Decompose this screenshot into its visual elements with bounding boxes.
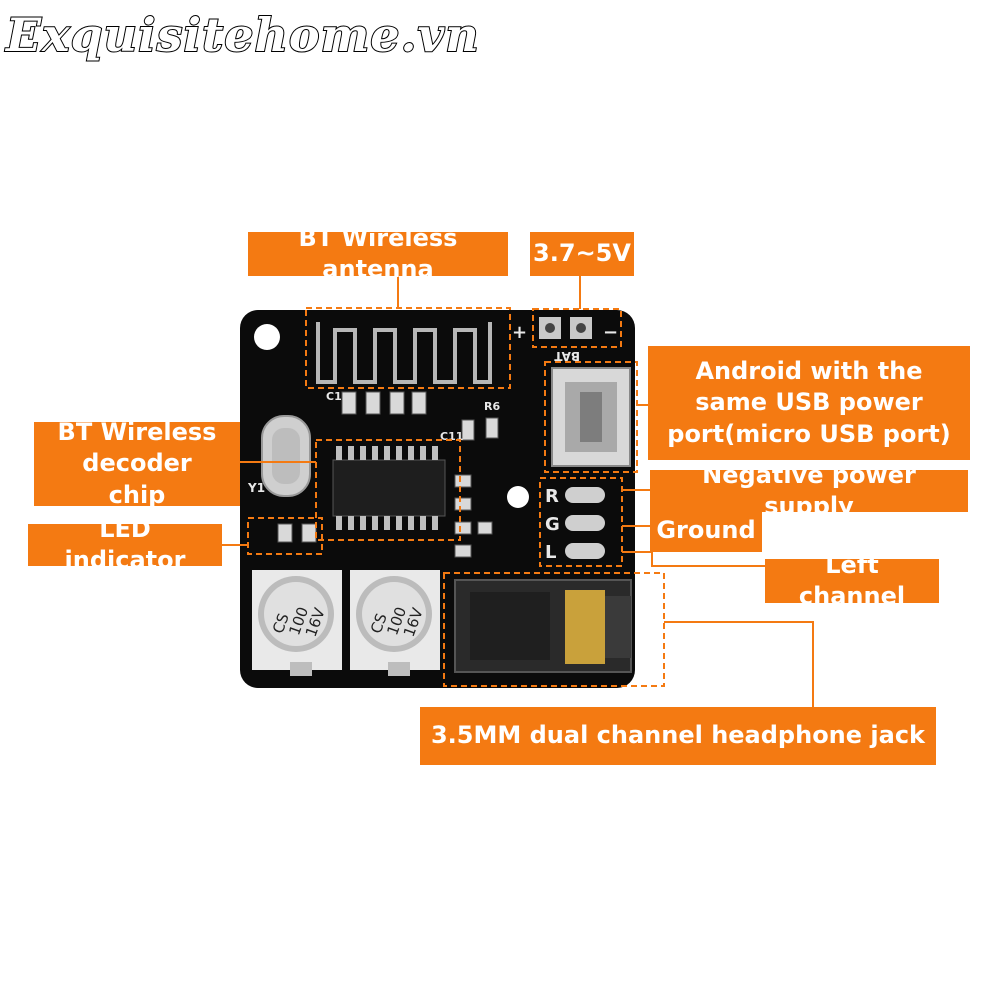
capacitor-1 bbox=[252, 570, 342, 676]
smd-components bbox=[277, 391, 499, 558]
board-hole bbox=[507, 486, 529, 508]
antenna-callout-box bbox=[305, 307, 511, 389]
silk-minus: − bbox=[603, 322, 618, 343]
silk-r6: R6 bbox=[484, 400, 500, 413]
silk-r: R bbox=[545, 486, 559, 507]
ground-label: Ground bbox=[650, 510, 762, 552]
watermark-text: Exquisitehome.vn bbox=[5, 7, 480, 63]
antenna-trace bbox=[316, 322, 492, 384]
silk-g: G bbox=[545, 514, 560, 535]
jack-label: 3.5MM dual channel headphone jack bbox=[420, 707, 936, 765]
left-channel-label: Left channel bbox=[765, 551, 939, 610]
usb-callout-box bbox=[544, 361, 638, 473]
chip-pins bbox=[336, 446, 438, 530]
antenna-label: BT Wireless antenna bbox=[248, 224, 508, 283]
silk-l: L bbox=[545, 542, 556, 563]
led-callout-box bbox=[247, 517, 323, 555]
cap1-line1: CS bbox=[269, 611, 293, 636]
left-channel-leader bbox=[622, 551, 765, 567]
battery-callout-box bbox=[532, 308, 622, 348]
decoder-label: BT Wireless decoder chip bbox=[34, 418, 240, 509]
capacitor-2 bbox=[350, 570, 440, 676]
jack-leader bbox=[664, 621, 814, 707]
voltage-label: 3.7~5V bbox=[530, 232, 634, 276]
silk-bat: BAT bbox=[553, 349, 580, 363]
decoder-chip bbox=[332, 459, 446, 517]
pads-callout-box bbox=[539, 477, 623, 567]
led-label: LED indicator bbox=[28, 515, 222, 574]
channel-pads bbox=[565, 487, 605, 559]
mounting-hole bbox=[254, 324, 280, 350]
silk-c1: C1 bbox=[326, 390, 342, 403]
silk-y1: Y1 bbox=[247, 481, 265, 495]
cap2-line1: CS bbox=[367, 611, 391, 636]
silk-plus: + bbox=[512, 322, 527, 343]
negative-label: Negative power supply bbox=[650, 461, 968, 520]
jack-callout-box bbox=[443, 572, 665, 687]
chip-callout-box bbox=[315, 439, 461, 541]
usb-label: Android with the same USB power port(mic… bbox=[648, 346, 970, 460]
